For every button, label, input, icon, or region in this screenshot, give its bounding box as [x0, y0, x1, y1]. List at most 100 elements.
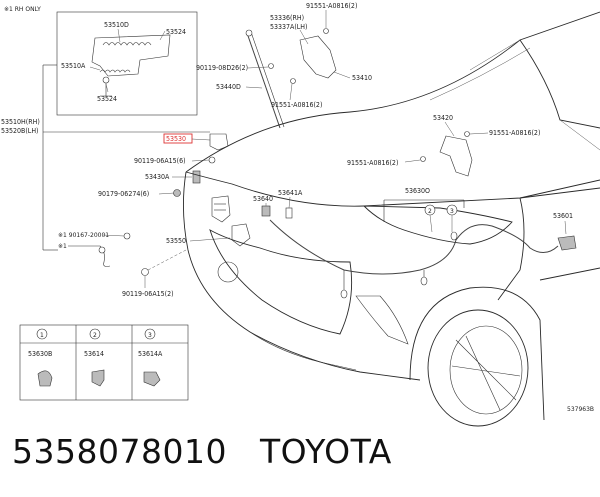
bolt-a [208, 156, 216, 164]
legend-part-1: 53630B [28, 350, 52, 358]
hood-latch-parts: 53530 90119-06A15(6) 53430A 90179-06274(… [58, 133, 251, 298]
hinge-53420 [439, 135, 473, 177]
wheel-spokes [451, 335, 521, 411]
label-53430A: 53430A [145, 173, 170, 181]
clip-90167 [123, 232, 131, 240]
legend-num-2-circle [89, 328, 101, 340]
label-90119-a: 90119-06A15(6) [134, 157, 186, 165]
label-53640: 53640 [253, 195, 273, 203]
harness-drops [343, 270, 425, 290]
vehicle-body [182, 11, 600, 427]
label-53630O: 53630O [405, 187, 430, 195]
label-star1: ※1 [58, 243, 67, 250]
label-91551-a: 91551-A0816(2) [306, 2, 357, 10]
harness-clamp-right [420, 276, 428, 286]
fender-edge [497, 197, 525, 301]
switch-connector [98, 246, 106, 254]
label-91551-d: 91551-A0816(2) [347, 159, 398, 167]
bolt-b [141, 268, 149, 276]
a-pillar [559, 119, 600, 151]
label-53510H: 53510H(RH) [1, 118, 40, 126]
fog-lamp-area [355, 295, 409, 345]
spring-upper [102, 42, 152, 46]
hood-hinge-parts: 53336(RH) 53337A(LH) 91551-A0816(2) 9011… [196, 2, 372, 129]
leader-53630O [383, 199, 465, 222]
label-91551-c: 91551-A0816(2) [489, 129, 540, 137]
label-53336: 53336(RH) [270, 14, 304, 22]
bolt-91551-d [420, 156, 426, 162]
label-53524-bottom: 53524 [97, 95, 117, 103]
sensor-wiring: 53640 53641A 53630O 2 3 53601 [253, 187, 577, 299]
legend-part-3: 53614A [138, 350, 163, 358]
wire-harness-53630O [269, 219, 559, 275]
legend-num-1-circle [36, 328, 48, 340]
body-side [519, 187, 600, 281]
headlight [362, 205, 513, 245]
label-53601: 53601 [553, 212, 573, 220]
inset-frame [56, 11, 198, 116]
label-53510A: 53510A [61, 62, 86, 70]
cushion-53430A [192, 170, 201, 184]
nut-90179 [173, 189, 181, 197]
hood-support-strut [246, 32, 281, 129]
latch-spring-inset: 53510D 53524 53510A 53524 [56, 11, 198, 116]
label-53520B: 53520B(LH) [1, 127, 39, 135]
label-53524-top: 53524 [166, 28, 186, 36]
diagram-code: 537963B [567, 406, 594, 413]
bolt-91551-a [323, 28, 329, 34]
label-90119-b: 90119-06A15(2) [122, 290, 174, 298]
hood-lock-lower [231, 223, 251, 247]
legend-num-3-circle [144, 328, 156, 340]
legend-icon-clip-1 [37, 370, 53, 387]
front-bumper-outline [182, 171, 421, 381]
rh-only-note: ※1 RH ONLY [4, 6, 41, 13]
legend-icon-clip-2 [91, 369, 105, 387]
latch-bracket [91, 34, 171, 77]
label-53420: 53420 [433, 114, 453, 122]
label-90179: 90179-06274(6) [98, 190, 149, 198]
callout-3-label: 3 [450, 208, 454, 215]
label-90119-c: 90119-08D26(2) [196, 64, 248, 72]
latch-hook [100, 83, 112, 97]
grille [209, 229, 353, 335]
tire-outer [427, 309, 529, 427]
bolt-91551-c [464, 131, 470, 137]
legend-icon-clip-3 [143, 371, 161, 387]
label-53550: 53550 [166, 237, 186, 245]
windshield-base [519, 39, 600, 129]
label-53440D: 53440D [216, 83, 241, 91]
label-90167: ※1 90167-20001 [58, 232, 109, 239]
windshield [429, 39, 531, 101]
label-53510D: 53510D [104, 21, 129, 29]
brand-name: TOYOTA [259, 432, 392, 471]
lower-lip [249, 331, 357, 371]
label-91551-b: 91551-A0816(2) [271, 101, 322, 109]
legend-num-3: 3 [148, 332, 152, 339]
legend-frame [19, 324, 189, 401]
clip-53641A [285, 207, 293, 219]
harness-clip-3 [450, 231, 458, 241]
bolt-91551-b [290, 78, 296, 84]
hood-hinge [299, 35, 337, 79]
hood-hinge-right: 53420 91551-A0816(2) 91551-A0816(2) [347, 114, 540, 177]
callout-2-label: 2 [428, 208, 432, 215]
latch-pin [102, 76, 110, 84]
harness-clamp-left [340, 289, 348, 299]
legend-num-2: 2 [93, 332, 97, 339]
tire-inner [449, 325, 523, 415]
legend: 1 53630B 2 53614 3 53614A [19, 324, 189, 401]
hood-lock-assembly [211, 195, 231, 223]
part-number: 5358078010 [12, 432, 227, 471]
hood-lock-control [209, 133, 229, 151]
legend-num-1: 1 [40, 332, 44, 339]
hood-rear-edge [185, 171, 600, 207]
highlight-53530 [163, 133, 193, 144]
label-53410: 53410 [352, 74, 372, 82]
hood-front-edge [185, 11, 600, 173]
parts-diagram: ※1 RH ONLY 53510D 53524 53510A 53524 535… [1, 2, 600, 427]
spring-lower [99, 69, 131, 73]
wheel-arch [409, 286, 545, 421]
part-title: 5358078010 TOYOTA [12, 432, 392, 471]
emblem [217, 261, 239, 283]
bolt-90119-c [268, 63, 274, 69]
